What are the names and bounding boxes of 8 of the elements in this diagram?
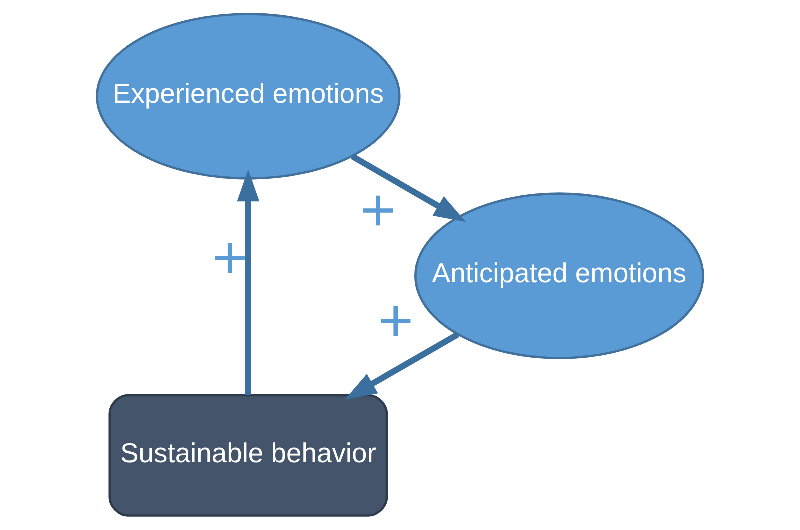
node-ellipse: Experienced emotions bbox=[96, 13, 401, 180]
node-ellipse: Anticipated emotions bbox=[414, 192, 704, 360]
node-box: Sustainable behavior bbox=[108, 394, 388, 517]
edge-label: + bbox=[212, 224, 248, 292]
arrow bbox=[344, 332, 460, 400]
arrow bbox=[350, 154, 466, 222]
edge-label: + bbox=[378, 286, 414, 355]
arrow bbox=[237, 170, 260, 396]
